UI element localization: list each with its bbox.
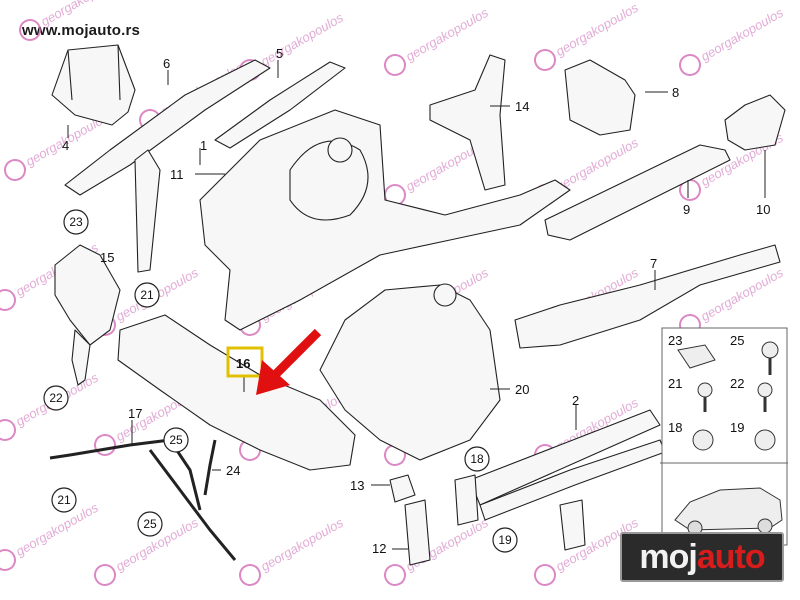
part-22-arm [71,329,91,386]
circled-callout-21: 21 [51,487,77,513]
logo-text: mojauto [639,537,766,577]
fastener-panel: 00287892 [660,327,788,546]
callout-12: 12 [372,541,386,556]
part-4-panel [51,44,136,126]
part-20-strut-hole [433,283,457,307]
callout-13: 13 [350,478,364,493]
part-20-structure [319,284,501,461]
part-11-pillar [134,149,161,273]
part-9-rail [544,144,731,241]
callout-25-panel: 25 [730,333,744,348]
bolt-icon [757,382,773,398]
svg-text:18: 18 [470,452,484,466]
watermark: georgakopoulos [258,515,346,574]
part-8-housing [564,59,636,136]
rods [49,438,237,561]
circled-callout-18: 18 [464,446,490,472]
part-4-detail [67,44,121,101]
part-12-bracket [404,499,431,566]
circled-callouts: 23 21 22 21 25 25 18 19 [43,209,518,553]
callout-11: 11 [170,167,184,182]
site-logo: mojauto [620,532,784,582]
callout-1: 1 [200,138,207,153]
arrow-shaft [268,328,322,382]
callout-8: 8 [672,85,679,100]
part-1-strut-hole [327,137,353,163]
logo-accent-text: auto [696,537,766,576]
callout-labels: 1 2 4 5 6 7 8 9 10 11 12 13 14 15 16 17 … [62,46,770,556]
parts-drawing [51,44,786,566]
nut-icon [754,429,776,451]
callout-21-panel: 21 [668,376,682,391]
part-14-bracket [429,54,506,191]
watermark: georgakopoulos [38,0,126,29]
callout-17: 17 [128,406,142,421]
part-16-crossmember [117,314,356,471]
circled-callout-22: 22 [43,385,69,411]
part-7-rail [514,244,781,349]
svg-text:22: 22 [49,391,63,405]
callout-22-panel: 22 [730,376,744,391]
car-silhouette [674,487,783,531]
part-5-strip [214,61,346,149]
watermark: georgakopoulos [403,5,491,64]
circled-callout-23: 23 [63,209,89,235]
part-17-rod [49,438,202,511]
callout-10: 10 [756,202,770,217]
watermark: georgakopoulos [553,0,641,59]
svg-text:19: 19 [498,533,512,547]
bolt-icon [761,341,779,359]
part-1-structure [199,109,571,331]
circled-callout-19: 19 [492,527,518,553]
car-wheel-rear [757,518,773,534]
callout-23-panel: 23 [668,333,682,348]
callout-24: 24 [226,463,240,478]
circled-callout-21: 21 [134,282,160,308]
callout-18-panel: 18 [668,420,682,435]
callout-6: 6 [163,56,170,71]
callout-14: 14 [515,99,529,114]
part-19-bracket [454,474,479,526]
site-url: www.mojauto.rs [22,22,141,39]
part-19-bracket-rear [559,499,586,551]
part-6-rail [64,59,271,196]
svg-text:23: 23 [69,215,83,229]
part-1-strut-tower [289,140,369,221]
part-15-bracket [54,244,121,346]
part-13-block [389,474,416,503]
part-25-rod [148,449,237,561]
leader-lines [67,60,766,550]
pointer-arrow [256,328,322,395]
callout-4: 4 [62,138,69,153]
watermark: georgakopoulos [258,10,346,69]
callout-20: 20 [515,382,529,397]
svg-text:25: 25 [169,433,183,447]
logo-main-text: moj [639,537,697,576]
arrow-head [256,360,290,395]
circled-callout-25: 25 [163,427,189,453]
callout-16-highlighted: 16 [236,356,250,371]
svg-text:21: 21 [57,493,71,507]
nut-icon [692,429,714,451]
svg-text:21: 21 [140,288,154,302]
part-24-rod [203,439,217,496]
svg-text:25: 25 [143,517,157,531]
watermark: georgakopoulos [698,5,786,64]
screw-icon [697,382,713,398]
clip-icon [677,344,716,369]
callout-19-panel: 19 [730,420,744,435]
callout-5: 5 [276,46,283,61]
part-10-bracket [724,94,786,151]
callout-2: 2 [572,393,579,408]
callout-9: 9 [683,202,690,217]
callout-7: 7 [650,256,657,271]
callout-15: 15 [100,250,114,265]
circled-callout-25: 25 [137,511,163,537]
